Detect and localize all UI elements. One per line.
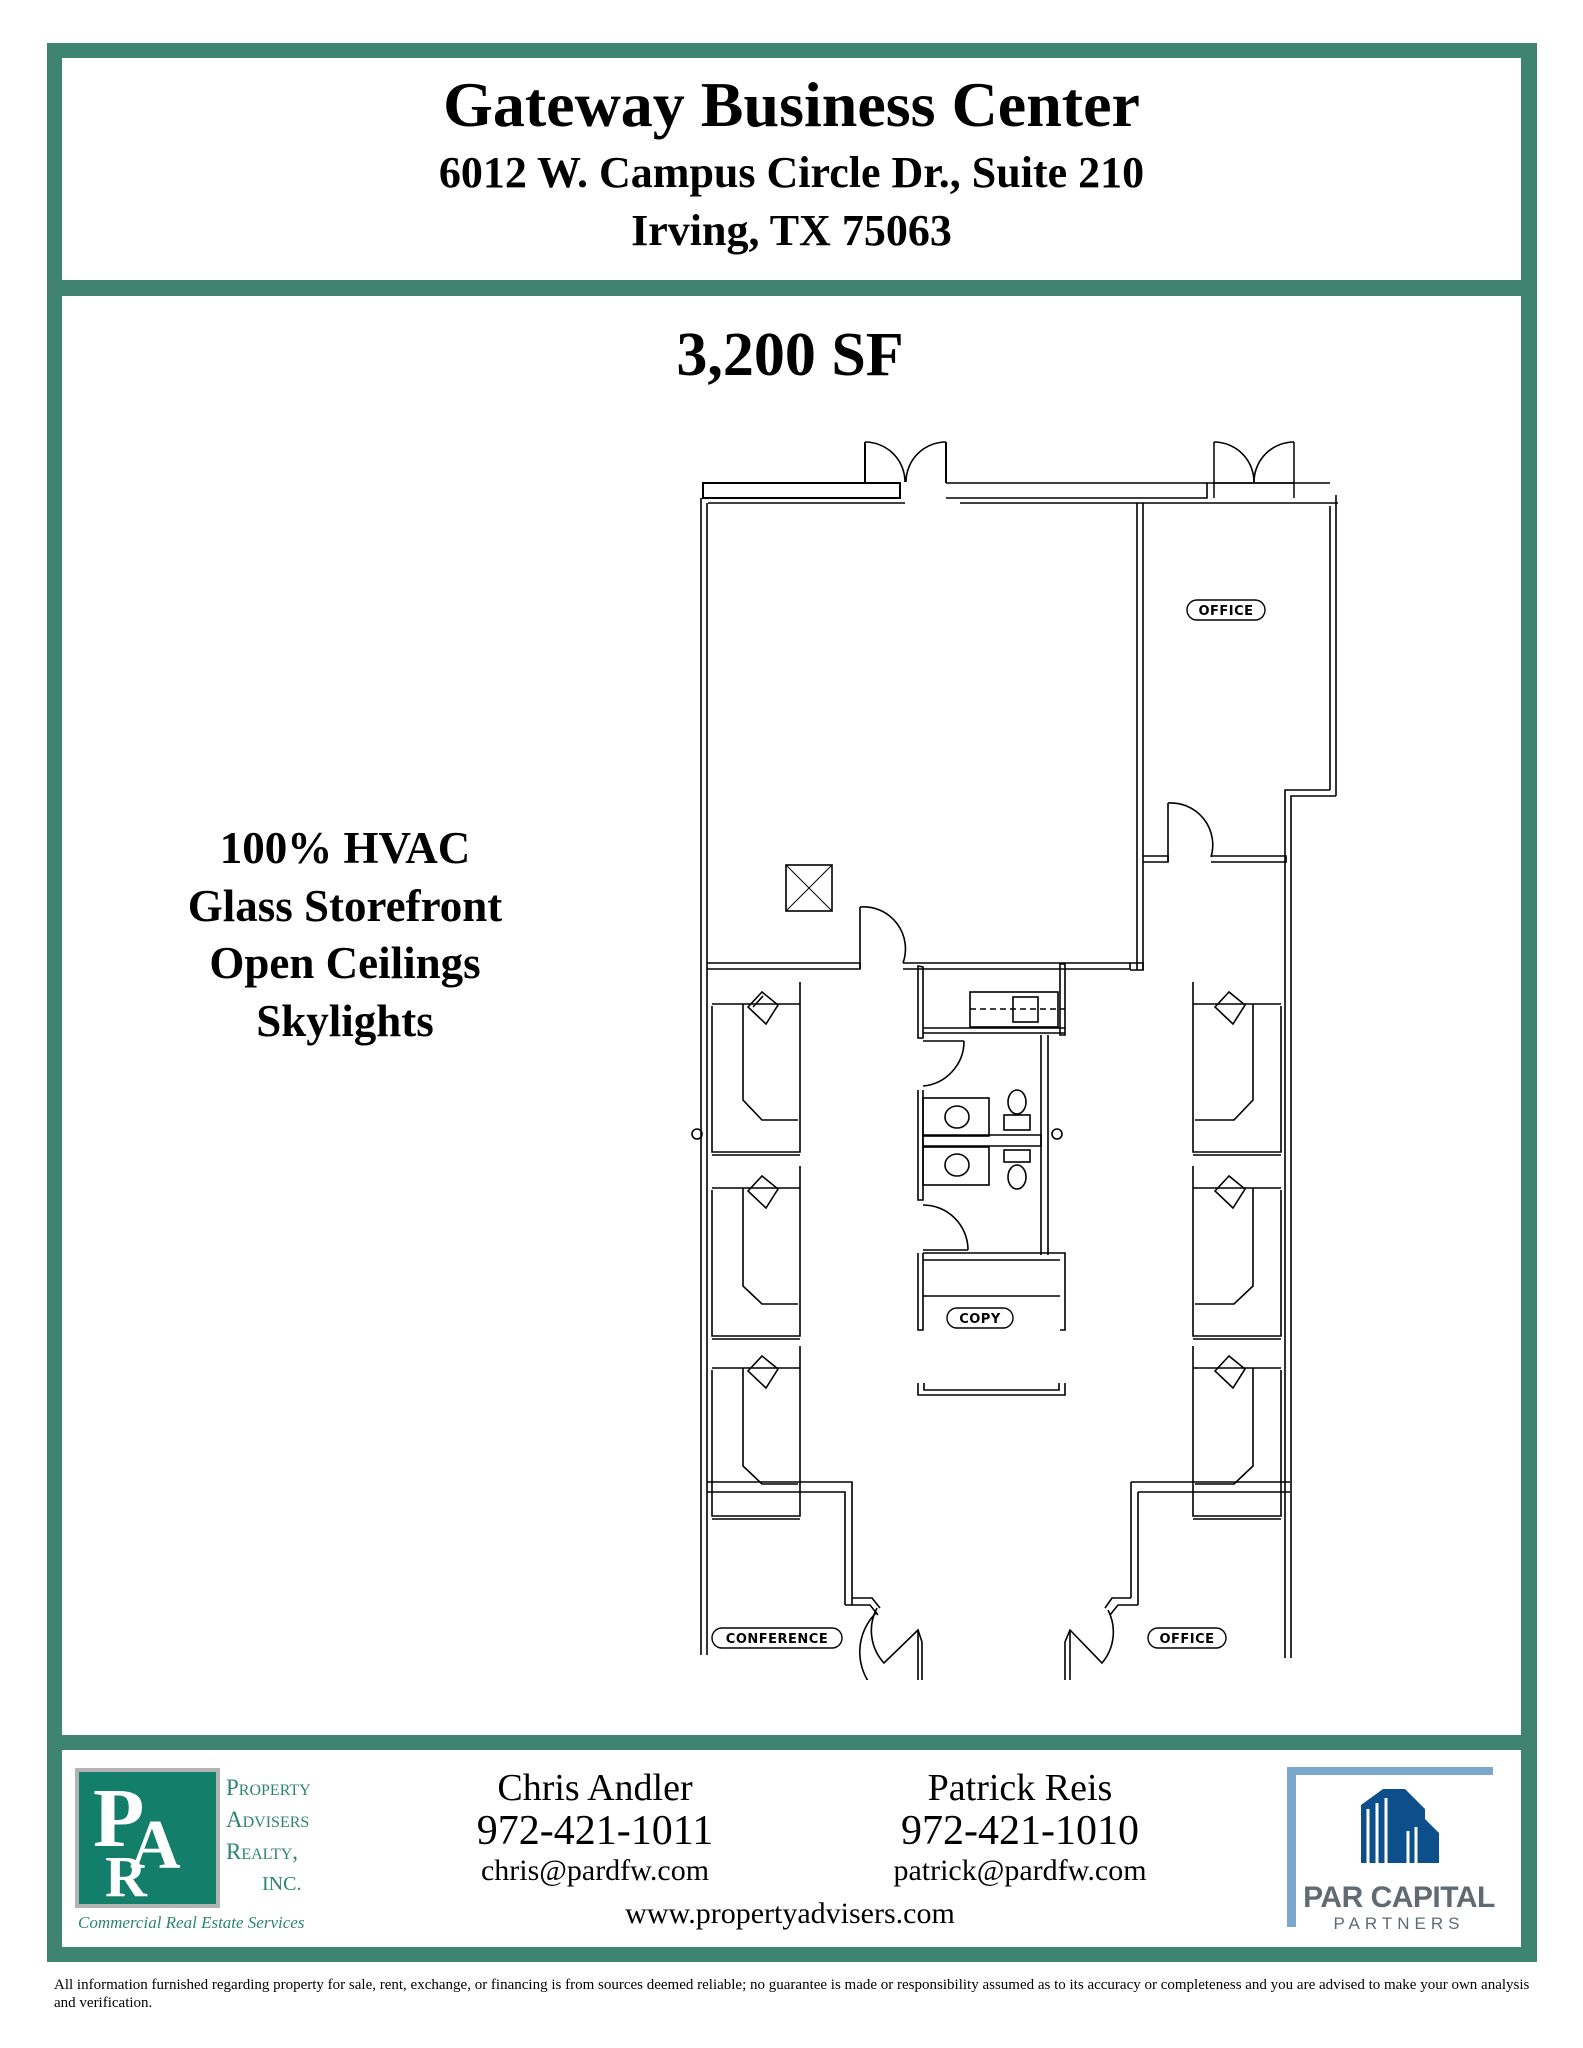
svg-text:A: A: [130, 1807, 181, 1884]
square-footage: 3,200 SF: [676, 321, 904, 389]
contact-email[interactable]: chris@pardfw.com: [480, 1854, 710, 1887]
feature-item: Open Ceilings: [209, 938, 481, 988]
brokerage-name-line: Property: [226, 1775, 311, 1800]
contact-name: Chris Andler: [497, 1767, 693, 1809]
room-label-office-bottom: OFFICE: [1159, 1632, 1214, 1647]
brokerage-name: Property Advisers Realty, INC.: [226, 1772, 311, 1900]
room-label-conference: CONFERENCE: [726, 1632, 828, 1647]
room-label-office-top: OFFICE: [1198, 604, 1253, 619]
disclaimer-text: All information furnished regarding prop…: [54, 1977, 1530, 2011]
footer-panel: [62, 1750, 1521, 1947]
par-capital-logo-icon: [1287, 1767, 1493, 1927]
feature-list: 100% HVAC Glass Storefront Open Ceilings…: [150, 820, 540, 1050]
room-label-copy: COPY: [959, 1312, 1001, 1327]
feature-item: Glass Storefront: [187, 880, 503, 931]
contact-email[interactable]: patrick@pardfw.com: [893, 1854, 1147, 1887]
partner-subtitle: PARTNERS: [1333, 1914, 1465, 1933]
property-title: Gateway Business Center: [443, 69, 1140, 140]
partner-name: PAR CAPITAL: [1303, 1881, 1495, 1914]
website-link[interactable]: www.propertyadvisers.com: [625, 1897, 955, 1930]
contact-name: Patrick Reis: [927, 1767, 1113, 1809]
floor-plan: OFFICE COPY CONFERENCE OFFICE: [691, 441, 1338, 1680]
svg-text:R: R: [105, 1844, 148, 1908]
floorplan-panel: [62, 296, 1521, 1735]
property-address-line2: Irving, TX 75063: [631, 206, 952, 255]
property-address-line1: 6012 W. Campus Circle Dr., Suite 210: [438, 148, 1145, 197]
contact-card: Patrick Reis 972-421-1010 patrick@pardfw…: [840, 1767, 1200, 1889]
brokerage-tagline: Commercial Real Estate Services: [78, 1913, 305, 1932]
svg-text:P: P: [93, 1772, 144, 1865]
contact-phone[interactable]: 972-421-1011: [476, 1808, 714, 1854]
brokerage-name-line: Realty,: [226, 1839, 299, 1864]
contact-card: Chris Andler 972-421-1011 chris@pardfw.c…: [415, 1767, 775, 1889]
brokerage-name-line: Advisers: [226, 1807, 310, 1832]
feature-item: Skylights: [256, 995, 434, 1046]
par-logo-icon: P A R: [75, 1768, 220, 1908]
feature-item: 100% HVAC: [219, 823, 471, 873]
brokerage-name-line: INC.: [262, 1873, 302, 1895]
contact-phone[interactable]: 972-421-1010: [901, 1808, 1139, 1854]
header-panel: [62, 58, 1521, 280]
